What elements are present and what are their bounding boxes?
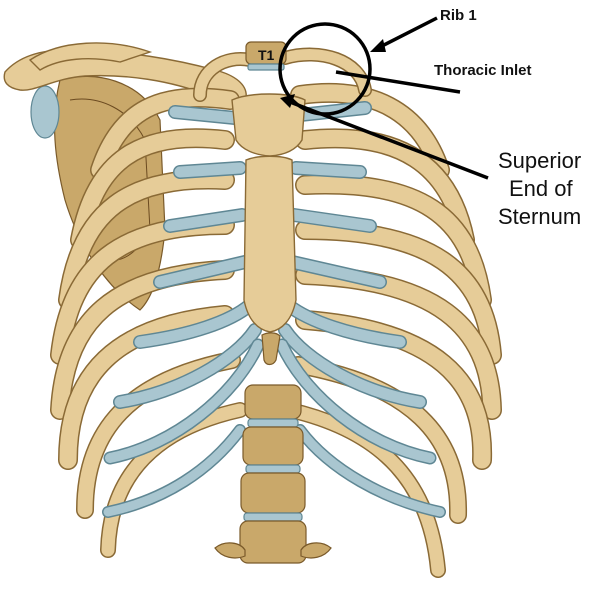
thoracic-inlet-line <box>335 70 461 94</box>
sternum-arrowhead <box>280 94 295 108</box>
vertebral-column <box>214 384 332 564</box>
annotations: Rib 1 Thoracic Inlet T1 Superior End of … <box>258 7 581 229</box>
sternum-arrow-line <box>289 100 489 180</box>
costal-cartilages <box>102 101 446 518</box>
first-ribs <box>193 41 372 102</box>
t1-label: T1 <box>258 47 275 63</box>
rib1-arrow-line <box>377 16 438 50</box>
rib1-arrowhead <box>370 39 386 52</box>
sternum <box>231 93 306 366</box>
thoracic-inlet-label: Thoracic Inlet <box>434 62 532 79</box>
rib1-label: Rib 1 <box>440 7 477 24</box>
superior-end-label-line2: End of <box>509 176 573 201</box>
scapula <box>30 75 166 311</box>
superior-end-label-line3: Sternum <box>498 204 581 229</box>
superior-end-label-line1: Superior <box>498 148 581 173</box>
